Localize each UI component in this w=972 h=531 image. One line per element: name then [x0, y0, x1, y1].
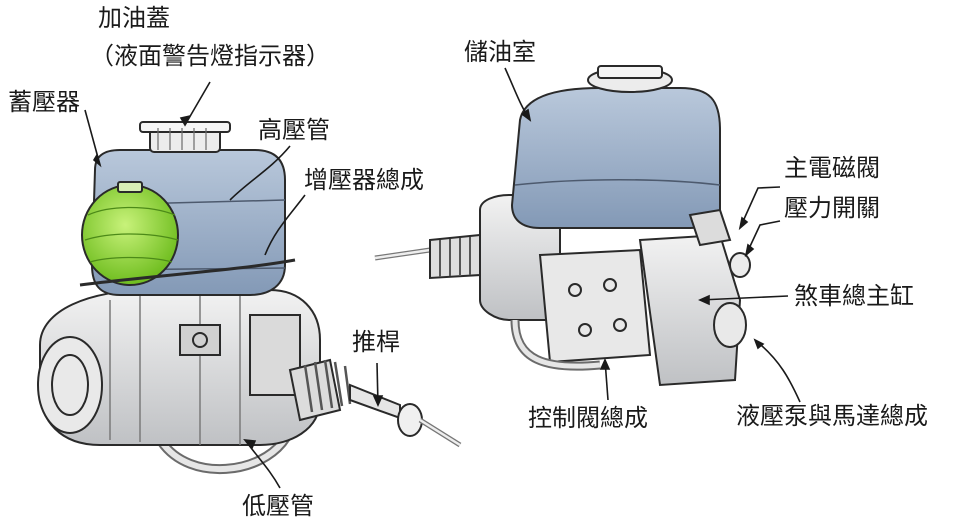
- control-valve-block: [538, 248, 652, 364]
- label-filler-cap: 加油蓋: [98, 4, 170, 32]
- label-high-pressure-pipe: 高壓管: [258, 116, 330, 144]
- push-rod-shape: [288, 358, 462, 448]
- label-accumulator: 蓄壓器: [8, 88, 80, 116]
- label-control-valve-assembly: 控制閥總成: [528, 404, 648, 432]
- label-push-rod: 推桿: [352, 328, 400, 356]
- label-reservoir: 儲油室: [464, 38, 536, 66]
- leader-lines: [84, 67, 801, 489]
- label-low-pressure-pipe: 低壓管: [242, 492, 314, 520]
- label-booster-assembly: 增壓器總成: [304, 166, 424, 194]
- pump-motor-shape: [713, 302, 747, 348]
- label-brake-master-cylinder: 煞車總主缸: [794, 282, 914, 310]
- label-level-warning: （液面警告燈指示器）: [90, 42, 330, 70]
- left-assembly: [37, 121, 462, 475]
- label-pressure-switch: 壓力開關: [784, 194, 880, 222]
- accumulator-sphere: [81, 184, 179, 286]
- label-pump-motor-assembly: 液壓泵與馬達總成: [736, 402, 928, 430]
- right-assembly: [374, 65, 751, 387]
- reservoir-tank-right: [510, 87, 721, 229]
- label-main-solenoid-valve: 主電磁閥: [784, 154, 880, 182]
